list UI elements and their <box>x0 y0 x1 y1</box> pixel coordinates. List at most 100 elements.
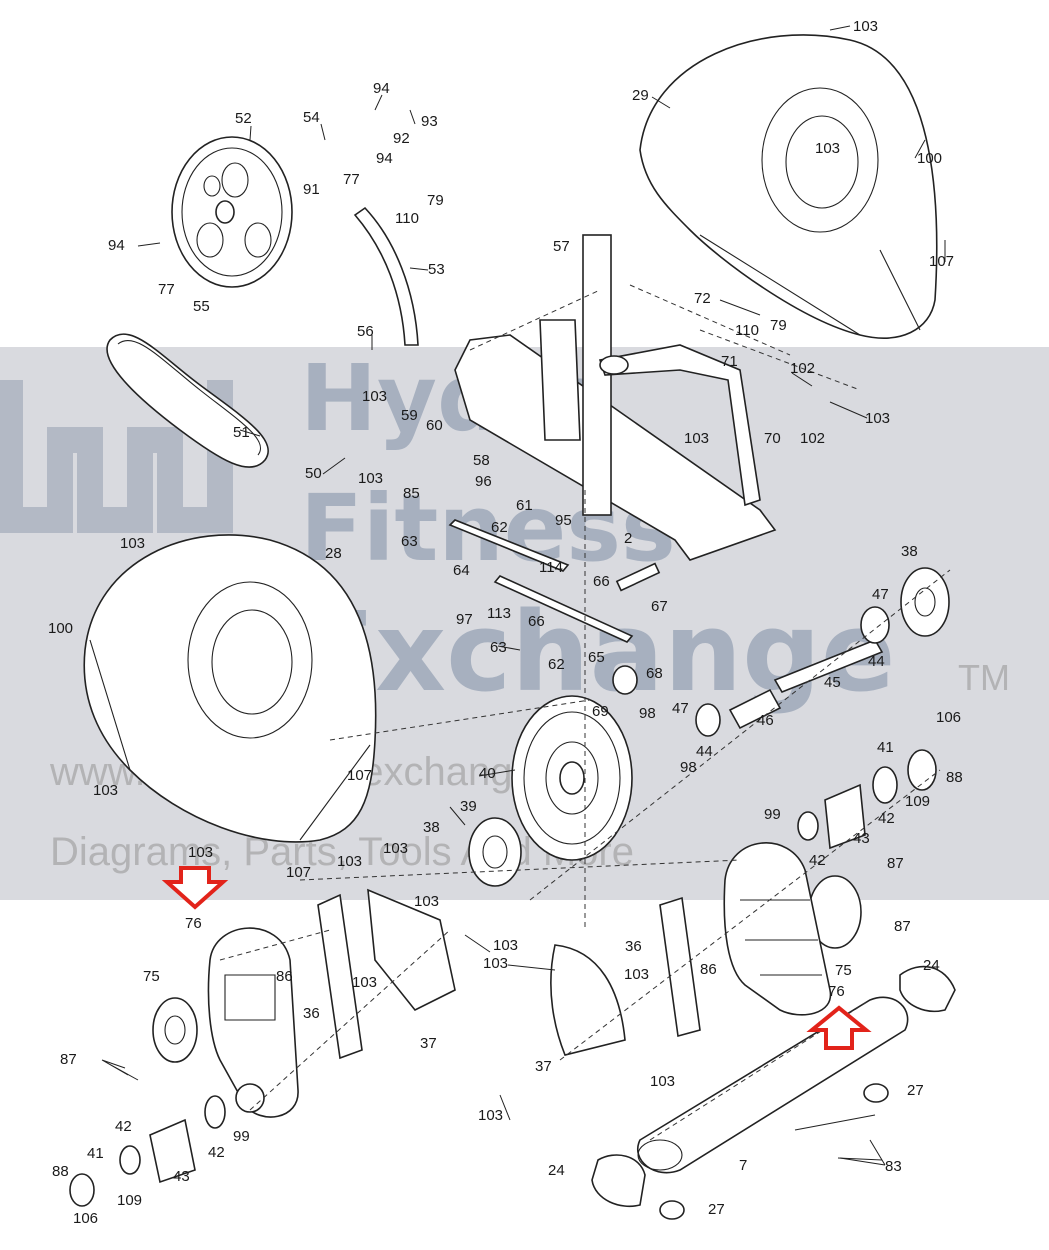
callout-87: 87 <box>887 855 904 872</box>
left-hub-stack <box>69 997 226 1207</box>
callout-103: 103 <box>352 974 377 991</box>
callout-76: 76 <box>828 983 845 1000</box>
callout-66: 66 <box>593 573 610 590</box>
callout-100: 100 <box>48 620 73 637</box>
left-upper-shroud-28 <box>83 534 377 843</box>
callout-103: 103 <box>650 1073 675 1090</box>
callout-103: 103 <box>120 535 145 552</box>
callout-76: 76 <box>185 915 202 932</box>
callout-86: 86 <box>276 968 293 985</box>
right-side-plate-76 <box>723 842 832 1016</box>
callout-67: 67 <box>651 598 668 615</box>
callout-103: 103 <box>865 410 890 427</box>
idler-arm-53 <box>353 206 419 346</box>
callout-41: 41 <box>877 739 894 756</box>
callout-75: 75 <box>143 968 160 985</box>
callout-94: 94 <box>373 80 390 97</box>
callout-88: 88 <box>52 1163 69 1180</box>
callout-44: 44 <box>696 743 713 760</box>
callout-114: 114 <box>539 559 563 576</box>
callout-103: 103 <box>358 470 383 487</box>
callout-44: 44 <box>868 653 885 670</box>
callout-103: 103 <box>93 782 118 799</box>
disc-39 <box>468 817 522 887</box>
callout-38: 38 <box>901 543 918 560</box>
callout-77: 77 <box>158 281 175 298</box>
callout-63: 63 <box>490 639 507 656</box>
callout-28: 28 <box>325 545 342 562</box>
leader-lines <box>101 25 946 1166</box>
callout-27: 27 <box>907 1082 924 1099</box>
callout-40: 40 <box>479 765 496 782</box>
watermark-trademark: TM <box>958 657 1010 698</box>
callout-52: 52 <box>235 110 252 127</box>
callout-103: 103 <box>383 840 408 857</box>
callout-106: 106 <box>73 1210 98 1227</box>
callout-107: 107 <box>929 253 954 270</box>
callout-labels: 103 29 100 103 107 72 110 79 71 102 103 … <box>48 18 963 1227</box>
belt-51 <box>106 333 269 468</box>
callout-99: 99 <box>233 1128 250 1145</box>
callout-103: 103 <box>337 853 362 870</box>
callout-87: 87 <box>894 918 911 935</box>
callout-29: 29 <box>632 87 649 104</box>
callout-102: 102 <box>790 360 815 377</box>
callout-91: 91 <box>303 181 320 198</box>
pulley-52 <box>171 136 293 288</box>
callout-113: 113 <box>487 605 511 622</box>
callout-62: 62 <box>491 519 508 536</box>
callout-42: 42 <box>809 852 826 869</box>
callout-103: 103 <box>478 1107 503 1124</box>
callout-50: 50 <box>305 465 322 482</box>
callout-42: 42 <box>208 1144 225 1161</box>
callout-87: 87 <box>60 1051 77 1068</box>
right-hub-parts <box>797 749 937 949</box>
parts-drawing <box>69 34 956 1220</box>
callout-42: 42 <box>878 810 895 827</box>
callout-51: 51 <box>233 424 250 441</box>
main-frame-2 <box>454 234 777 561</box>
callout-95: 95 <box>555 512 572 529</box>
callout-72: 72 <box>694 290 711 307</box>
callout-103: 103 <box>483 955 508 972</box>
callout-103: 103 <box>624 966 649 983</box>
callout-103: 103 <box>853 18 878 35</box>
callout-110: 110 <box>735 322 759 339</box>
callout-100: 100 <box>917 150 942 167</box>
callout-83: 83 <box>885 1158 902 1175</box>
callout-103: 103 <box>414 893 439 910</box>
callout-39: 39 <box>460 798 477 815</box>
watermark-line-3: Exchange <box>300 588 896 716</box>
callout-56: 56 <box>357 323 374 340</box>
right-upper-shroud-29 <box>639 34 938 339</box>
flywheel-40 <box>511 695 633 861</box>
callout-43: 43 <box>853 830 870 847</box>
left-side-plate-76 <box>207 927 299 1118</box>
callout-63: 63 <box>401 533 418 550</box>
callout-47: 47 <box>872 586 889 603</box>
callout-7: 7 <box>739 1157 747 1174</box>
callout-36: 36 <box>625 938 642 955</box>
callout-103: 103 <box>362 388 387 405</box>
callout-37: 37 <box>420 1035 437 1052</box>
disc-38-upper <box>900 567 950 637</box>
callout-55: 55 <box>193 298 210 315</box>
callout-53: 53 <box>428 261 445 278</box>
callout-99: 99 <box>764 806 781 823</box>
callout-92: 92 <box>393 130 410 147</box>
callout-69: 69 <box>592 703 609 720</box>
callout-38: 38 <box>423 819 440 836</box>
callout-88: 88 <box>946 769 963 786</box>
callout-60: 60 <box>426 417 443 434</box>
callout-75: 75 <box>835 962 852 979</box>
callout-106: 106 <box>936 709 961 726</box>
brackets-36 <box>317 893 701 1060</box>
callout-58: 58 <box>473 452 490 469</box>
callout-68: 68 <box>646 665 663 682</box>
callout-57: 57 <box>553 238 570 255</box>
callout-102: 102 <box>800 430 825 447</box>
highlight-arrow-down-icon <box>161 866 229 910</box>
callout-79: 79 <box>770 317 787 334</box>
callout-41: 41 <box>87 1145 104 1162</box>
